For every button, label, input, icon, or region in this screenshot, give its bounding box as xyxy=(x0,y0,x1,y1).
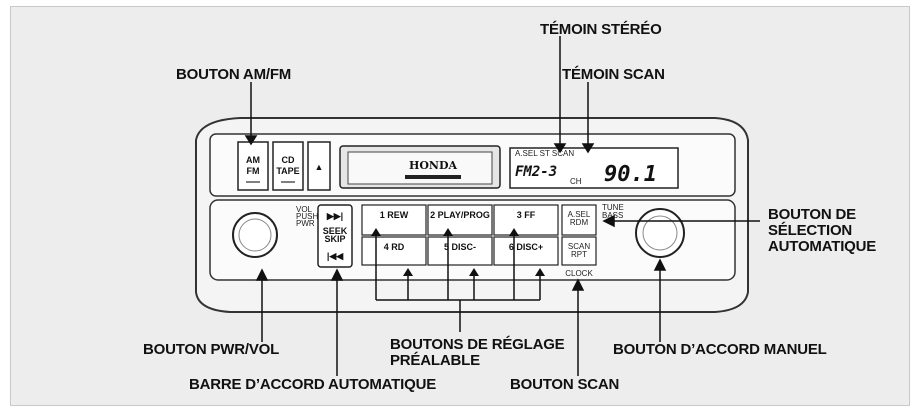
arrow-pwr-vol xyxy=(255,268,269,281)
lcd-frequency-text: 90.1 xyxy=(604,162,657,187)
arrow-preset-5 xyxy=(469,268,479,276)
preset-1-button[interactable] xyxy=(361,204,427,236)
lcd-display xyxy=(509,147,679,189)
arrow-auto-select xyxy=(602,214,615,228)
preset-6-label: 6 DISC+ xyxy=(509,242,543,252)
seek-skip-bar[interactable] xyxy=(317,204,353,268)
lcd-band-text: FM2-3 xyxy=(515,164,557,180)
label-scan-indicator: TÉMOIN SCAN xyxy=(562,66,665,83)
arrow-tune xyxy=(653,258,667,271)
am-fm-top-text: AM xyxy=(246,155,260,165)
preset-5-label: 5 DISC- xyxy=(444,242,476,252)
seek-label-line-1: SEEK xyxy=(323,226,348,236)
vol-label-line-1: VOL xyxy=(296,205,313,214)
pwr-vol-knob[interactable] xyxy=(232,212,278,258)
label-stereo-indicator: TÉMOIN STÉRÉO xyxy=(540,21,662,38)
brand-logo: HONDA xyxy=(409,159,458,172)
seek-label-line-2: SKIP xyxy=(324,234,345,244)
label-am-fm-button: BOUTON AM/FM xyxy=(176,66,292,83)
leader-lines xyxy=(244,36,760,376)
seek-prev-icon: |◀◀ xyxy=(327,251,344,261)
preset-5-button[interactable] xyxy=(427,236,493,266)
label-seek-bar: BARRE D’ACCORD AUTOMATIQUE xyxy=(189,376,437,393)
preset-2-label: 2 PLAY/PROG xyxy=(430,210,490,220)
preset-2-button[interactable] xyxy=(427,204,493,236)
cd-tape-top-text: CD xyxy=(282,155,295,165)
preset-6-button[interactable] xyxy=(493,236,559,266)
eject-icon: ▲ xyxy=(315,162,324,172)
arrow-scan-indicator xyxy=(581,143,595,154)
arrow-preset-6 xyxy=(535,268,545,276)
preset-4-button[interactable] xyxy=(361,236,427,266)
arrow-stereo xyxy=(553,143,567,154)
preset-3-button[interactable] xyxy=(493,204,559,236)
label-pwr-vol-knob: BOUTON PWR/VOL xyxy=(143,341,280,358)
pwr-vol-knob-ring xyxy=(238,218,272,252)
vol-label-line-3: PWR xyxy=(296,219,315,228)
arrow-preset-3 xyxy=(509,228,519,236)
label-auto-select-button: BOUTON DE SÉLECTION AUTOMATIQUE xyxy=(768,206,877,255)
arrow-preset-4 xyxy=(403,268,413,276)
tune-label-line-1: TUNE xyxy=(602,203,624,212)
preset-bracket xyxy=(375,232,541,332)
preset-buttons-group: 1 REW 2 PLAY/PROG 3 FF 4 RD 5 DISC- 6 DI… xyxy=(361,204,559,266)
cassette-door-handle xyxy=(405,175,461,179)
vol-label-line-2: PUSH xyxy=(296,212,318,221)
cd-tape-bottom-text: TAPE xyxy=(276,166,299,176)
arrow-scan-button xyxy=(571,278,585,291)
arrow-preset-2 xyxy=(443,228,453,236)
am-fm-bottom-text: FM xyxy=(247,166,260,176)
label-tune-knob: BOUTON D’ACCORD MANUEL xyxy=(613,341,827,358)
preset-4-label: 4 RD xyxy=(384,242,405,252)
clock-label: CLOCK xyxy=(565,269,593,278)
seek-next-icon: ▶▶| xyxy=(326,211,343,221)
asel-button[interactable] xyxy=(561,204,597,236)
scan-label-line-2: RPT xyxy=(571,250,587,259)
preset-3-label: 3 FF xyxy=(517,210,536,220)
label-preset-buttons: BOUTONS DE RÉGLAGE PRÉALABLE xyxy=(390,336,565,369)
lcd-flags-text: A.SEL ST SCAN xyxy=(515,149,574,158)
tune-knob-ring xyxy=(642,215,678,251)
arrow-am-fm xyxy=(244,135,258,146)
preset-arrowheads xyxy=(371,228,545,276)
arrow-seek xyxy=(330,268,344,281)
tune-label-line-2: BASS xyxy=(602,211,623,220)
scan-button[interactable] xyxy=(561,236,597,266)
asel-label-line-1: A.SEL xyxy=(568,210,591,219)
arrow-preset-1 xyxy=(371,228,381,236)
asel-label-line-2: RDM xyxy=(570,218,589,227)
eject-button[interactable] xyxy=(307,141,331,191)
label-scan-button: BOUTON SCAN xyxy=(510,376,620,393)
preset-1-label: 1 REW xyxy=(380,210,409,220)
scan-label-line-1: SCAN xyxy=(568,242,590,251)
lcd-unit-text: CH xyxy=(570,177,582,186)
